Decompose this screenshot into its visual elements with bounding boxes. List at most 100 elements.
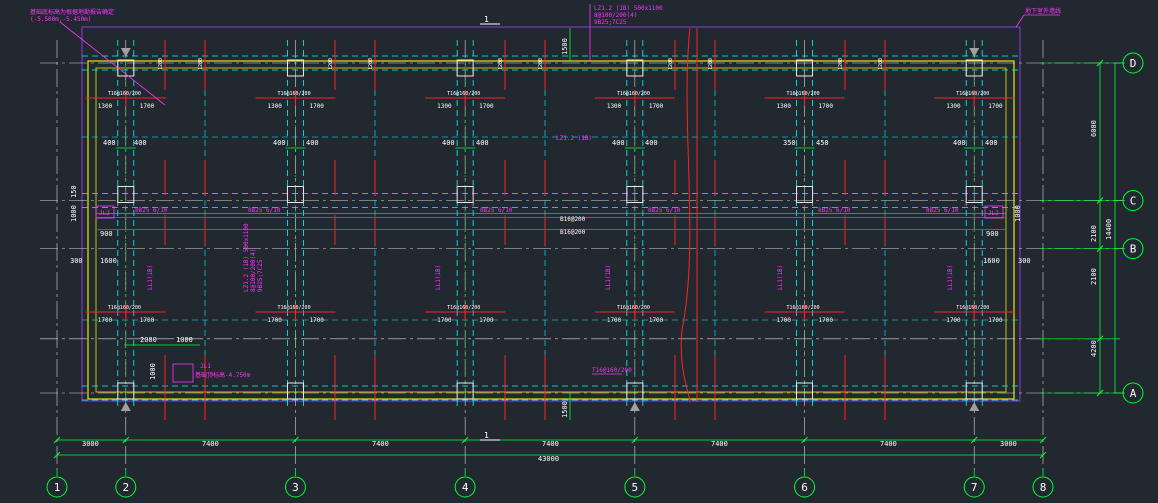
dim-450: 450 <box>816 139 829 147</box>
rebar-v-label-1: 1200 <box>198 58 204 70</box>
dim-300-left: 300 <box>70 257 83 265</box>
column-6-0 <box>796 59 814 77</box>
rebar-tag-1-5: T16@160/200 <box>956 305 989 311</box>
dim-400-f: 400 <box>476 139 489 147</box>
rebar-v-label-0: 1200 <box>158 58 164 70</box>
dim-tick-right-4 <box>1096 389 1104 397</box>
svg-text:LZ1.2 (1B): LZ1.2 (1B) <box>556 135 592 142</box>
dim-900-left: 900 <box>100 230 113 238</box>
svg-text:1500: 1500 <box>561 401 569 418</box>
beam-bar-3: 8B25 6/10 <box>480 207 513 214</box>
rebar-v-label-9: 1200 <box>838 58 844 70</box>
column-5-1 <box>626 186 644 203</box>
svg-text:LL1(1B): LL1(1B) <box>605 265 612 290</box>
ll1-label-4: LL1(1B) <box>777 265 784 290</box>
column-5-0 <box>626 59 644 77</box>
bottom-triangle-1 <box>629 402 640 411</box>
rebar-tag-1-0: T16@160/200 <box>108 305 141 311</box>
top-triangle-1 <box>969 48 980 57</box>
bottom-triangle-2 <box>969 402 980 411</box>
ll1-label-5: LL1(1B) <box>947 265 954 290</box>
dim-tick-bottom-2-0 <box>53 451 61 459</box>
dim-1000-left-c: 1000 <box>70 205 78 222</box>
bubble-x-label-8: 8 <box>1040 481 1047 494</box>
bottom-dim-3: 7400 <box>372 440 389 448</box>
column-5-2 <box>626 382 644 400</box>
top-right-tag: 地下室外墙线 <box>1025 7 1061 15</box>
rebar-tag-1-1: T16@160/200 <box>277 305 310 311</box>
break-line <box>680 27 691 403</box>
section-mark-top: 1 <box>484 15 489 24</box>
bubble-x-6 <box>794 476 816 498</box>
svg-text:2100: 2100 <box>1090 225 1098 242</box>
dim-1600-right: 1600 <box>983 257 1000 265</box>
top-beam-label-2: 8@100/200(4) <box>594 12 637 19</box>
column-3-0 <box>286 59 304 77</box>
rebar-tag-0-3: T16@160/200 <box>617 91 650 97</box>
dim-400-i: 400 <box>953 139 966 147</box>
bubble-x-label-1: 1 <box>54 481 61 494</box>
rebar-len-a-0-0: 1300 <box>98 103 113 110</box>
outer-wall-outline <box>81 26 1021 402</box>
bubble-x-2 <box>115 476 137 498</box>
top-right-tag-leader <box>1015 14 1025 28</box>
rebar-tag-1: T16@160/200 <box>592 367 632 374</box>
rebar-v-label-8: 1200 <box>668 58 674 70</box>
rebar-len-b-1-2: 1700 <box>479 317 494 324</box>
rebar-tag-0-2: T16@160/200 <box>447 91 480 97</box>
svg-text:LL1(1B): LL1(1B) <box>147 265 154 290</box>
rebar-tag-0-5: T16@160/200 <box>956 91 989 97</box>
rebar-tag-1-2: T16@160/200 <box>447 305 480 311</box>
dim-tick-bottom-2-1 <box>1039 451 1047 459</box>
jl2-label-left: JL2 <box>99 210 110 217</box>
dim-tick-bottom-1-5 <box>801 436 808 444</box>
lz-center-label: LZ1.2 (1B) <box>556 135 592 142</box>
beams <box>82 40 1018 408</box>
bubble-x-label-4: 4 <box>462 481 469 494</box>
dim-400-d: 400 <box>306 139 319 147</box>
bubble-y-label-D: D <box>1130 57 1137 70</box>
dim-tick-bottom-1-2 <box>292 436 299 444</box>
bottom-dim-4: 7400 <box>542 440 559 448</box>
bubble-x-label-6: 6 <box>801 481 808 494</box>
column-7-2 <box>965 382 983 400</box>
top-note-line1: 基础底标高为根据地勘报告确定 <box>30 8 114 16</box>
dim-400-b: 400 <box>134 139 147 147</box>
bottom-dimension-texts: 3000 7400 7400 7400 7400 7400 3000 43000 <box>82 440 1017 463</box>
right-dim-1: 6000 <box>1090 120 1098 137</box>
rebar-len-a-0-5: 1300 <box>946 103 961 110</box>
bubble-x-7 <box>963 476 985 498</box>
dim-1000-right-c: 1000 <box>1014 205 1022 222</box>
rebar-v-label-2: 1200 <box>368 58 374 70</box>
left-beam-label: LZ1.2 (1B) 500x1100 8@100/200(4) 9B25;7C… <box>243 223 264 292</box>
rebar-len-b-1-4: 1700 <box>819 317 834 324</box>
dim-400-j: 400 <box>985 139 998 147</box>
beam-bar-5: 8B25 6/10 <box>818 207 851 214</box>
svg-text:14400: 14400 <box>1105 219 1113 240</box>
center-text-2: B16@200 <box>560 229 586 236</box>
center-text-1: B16@200 <box>560 216 586 223</box>
jl2-box-left <box>95 205 115 219</box>
svg-text:9B25;7C25: 9B25;7C25 <box>257 259 264 292</box>
bubble-y-label-A: A <box>1130 387 1137 400</box>
column-4-2 <box>456 382 474 400</box>
beam-bar-2: 8B25 6/10 <box>248 207 281 214</box>
ll1-label-2: LL1(1B) <box>435 265 442 290</box>
rebar-len-a-0-4: 1300 <box>777 103 792 110</box>
dim-tick-right-0 <box>1096 59 1104 67</box>
columns <box>117 48 983 411</box>
bottom-dim-6: 7400 <box>880 440 897 448</box>
dim-1500-top: 1500 <box>561 38 569 55</box>
dim-1000: 1000 <box>176 336 193 344</box>
rebar-len-a-1-0: 1700 <box>98 317 113 324</box>
dim-350: 350 <box>783 139 796 147</box>
top-beam-label-3: 9B25;7C25 <box>594 19 627 26</box>
dim-1000-vertical: 1000 <box>149 363 157 380</box>
svg-text:6000: 6000 <box>1090 120 1098 137</box>
rebar-len-a-1-5: 1700 <box>946 317 961 324</box>
svg-text:1000: 1000 <box>70 205 78 222</box>
svg-text:2100: 2100 <box>1090 268 1098 285</box>
svg-text:150: 150 <box>70 185 78 198</box>
rebar-len-b-0-1: 1700 <box>309 103 324 110</box>
